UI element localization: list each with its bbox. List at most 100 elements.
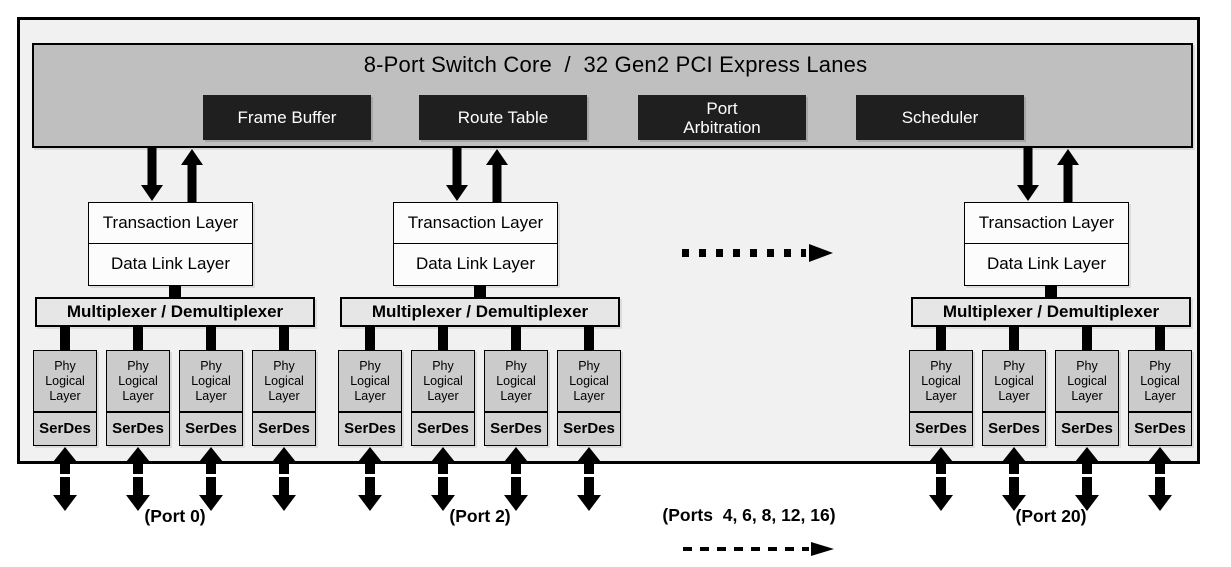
data-link-layer-label: Data Link Layer [986,254,1107,274]
phy-logical-layer-box: Phy Logical Layer [484,350,548,412]
port-arbitration-label: Port Arbitration [683,98,761,137]
dashed-right-arrow-icon [683,542,834,556]
up-arrow-icon [486,149,508,202]
lane-stub [133,326,143,351]
phy-logical-layer-box: Phy Logical Layer [338,350,402,412]
serdes-label: SerDes [563,420,615,437]
phy-logical-layer-box: Phy Logical Layer [1128,350,1192,412]
lane-stub [438,326,448,351]
data-link-layer-label: Data Link Layer [110,254,231,274]
scheduler-block: Scheduler [856,95,1024,140]
phy-logical-layer-box: Phy Logical Layer [252,350,316,412]
bidirectional-arrow-icon [431,447,455,511]
phy-label: Phy Logical Layer [45,358,85,403]
bidirectional-arrow-icon [272,447,296,511]
dotted-right-arrow-icon [682,244,833,262]
phy-label: Phy Logical Layer [423,358,463,403]
down-arrow-icon [1017,148,1039,201]
route-table-label: Route Table [457,108,549,127]
phy-label: Phy Logical Layer [350,358,390,403]
transaction-layer-box: Transaction Layer [964,202,1129,244]
data-link-layer-box: Data Link Layer [88,243,253,286]
frame-buffer-block: Frame Buffer [203,95,371,140]
data-link-layer-box: Data Link Layer [393,243,558,286]
phy-logical-layer-box: Phy Logical Layer [411,350,475,412]
port-2-label: (Port 2) [449,506,511,526]
middle-ports-label: (Ports 4, 6, 8, 12, 16) [662,505,836,525]
serdes-box: SerDes [1128,411,1192,446]
connector-stub [1045,286,1057,297]
port-group-2: Transaction Layer Data Link Layer Multip… [338,148,621,553]
scheduler-label: Scheduler [901,108,979,127]
serdes-box: SerDes [557,411,621,446]
bidirectional-arrow-icon [504,447,528,511]
serdes-box: SerDes [106,411,170,446]
up-arrow-icon [1057,149,1079,202]
bidirectional-arrow-icon [358,447,382,511]
transaction-layer-label: Transaction Layer [102,213,239,232]
phy-label: Phy Logical Layer [994,358,1034,403]
lane-stub [936,326,946,351]
phy-label: Phy Logical Layer [118,358,158,403]
lane-stub [206,326,216,351]
serdes-label: SerDes [185,420,237,437]
phy-logical-layer-box: Phy Logical Layer [1055,350,1119,412]
serdes-label: SerDes [1061,420,1113,437]
lane-stub [511,326,521,351]
serdes-box: SerDes [484,411,548,446]
data-link-layer-label: Data Link Layer [415,254,536,274]
serdes-box: SerDes [179,411,243,446]
serdes-box: SerDes [411,411,475,446]
bidirectional-arrow-icon [577,447,601,511]
bidirectional-arrow-icon [126,447,150,511]
phy-logical-layer-box: Phy Logical Layer [179,350,243,412]
mux-demux-box: Multiplexer / Demultiplexer [340,297,620,327]
lane-stub [365,326,375,351]
transaction-layer-label: Transaction Layer [978,213,1115,232]
serdes-label: SerDes [988,420,1040,437]
serdes-box: SerDes [909,411,973,446]
connector-stub [169,286,181,297]
serdes-box: SerDes [33,411,97,446]
route-table-block: Route Table [419,95,587,140]
serdes-box: SerDes [1055,411,1119,446]
serdes-label: SerDes [1134,420,1186,437]
port-20-label: (Port 20) [1015,506,1087,526]
serdes-label: SerDes [112,420,164,437]
phy-label: Phy Logical Layer [921,358,961,403]
serdes-label: SerDes [417,420,469,437]
mux-demux-box: Multiplexer / Demultiplexer [35,297,315,327]
serdes-label: SerDes [39,420,91,437]
mux-demux-label: Multiplexer / Demultiplexer [371,302,589,321]
bidirectional-arrow-icon [1075,447,1099,511]
phy-logical-layer-box: Phy Logical Layer [557,350,621,412]
serdes-box: SerDes [982,411,1046,446]
phy-logical-layer-box: Phy Logical Layer [106,350,170,412]
port-arbitration-block: Port Arbitration [638,95,806,140]
lane-stub [1155,326,1165,351]
transaction-layer-label: Transaction Layer [407,213,544,232]
port-group-0: Transaction Layer Data Link Layer Multip… [33,148,316,553]
serdes-label: SerDes [258,420,310,437]
phy-label: Phy Logical Layer [496,358,536,403]
bidirectional-arrow-icon [1002,447,1026,511]
bidirectional-arrow-icon [929,447,953,511]
port-group-20: Transaction Layer Data Link Layer Multip… [909,148,1192,553]
phy-logical-layer-box: Phy Logical Layer [909,350,973,412]
transaction-layer-box: Transaction Layer [393,202,558,244]
down-arrow-icon [446,148,468,201]
down-arrow-icon [141,148,163,201]
phy-logical-layer-box: Phy Logical Layer [33,350,97,412]
phy-label: Phy Logical Layer [191,358,231,403]
transaction-layer-box: Transaction Layer [88,202,253,244]
serdes-label: SerDes [915,420,967,437]
phy-label: Phy Logical Layer [1140,358,1180,403]
lane-stub [1082,326,1092,351]
up-arrow-icon [181,149,203,202]
bidirectional-arrow-icon [1148,447,1172,511]
connector-stub [474,286,486,297]
lane-stub [279,326,289,351]
serdes-label: SerDes [344,420,396,437]
port-0-label: (Port 0) [144,506,206,526]
